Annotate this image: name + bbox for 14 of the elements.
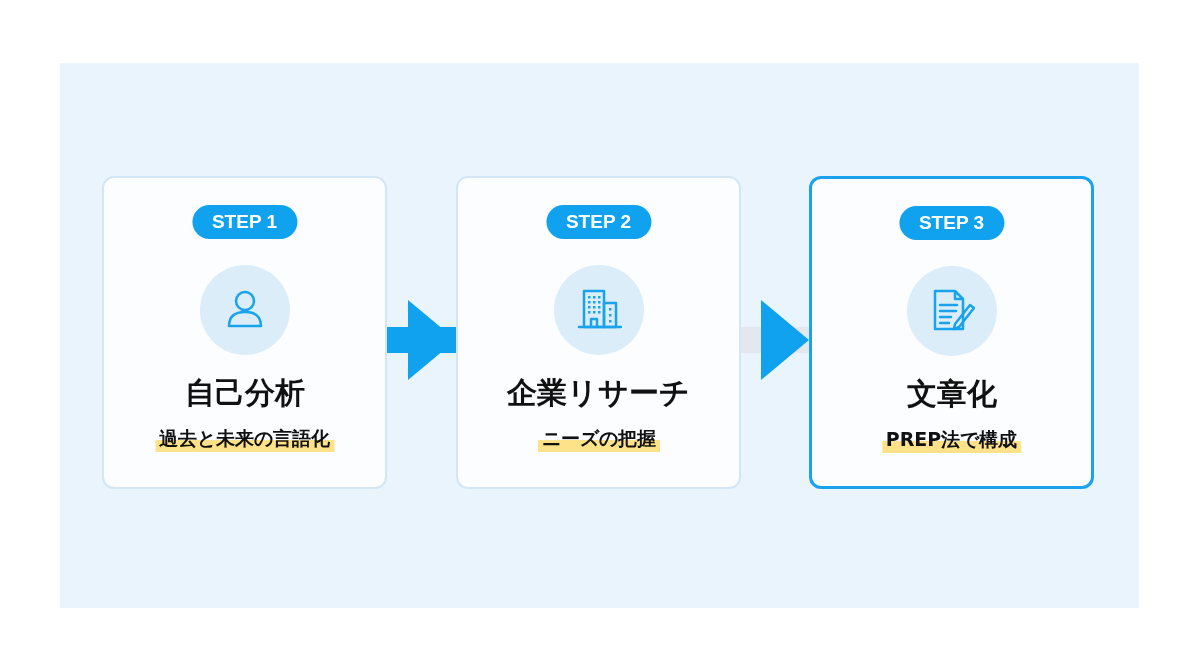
- step-card: [456, 176, 741, 489]
- step-title: 企業リサーチ: [506, 374, 691, 412]
- step-badge: STEP 2: [545, 205, 652, 239]
- step-card: [809, 176, 1094, 489]
- arrow: [387, 300, 456, 380]
- step-title: 自己分析: [183, 374, 306, 412]
- step-subtitle: PREP法で構成: [881, 427, 1022, 453]
- step-title: 文章化: [905, 375, 998, 413]
- step-badge: STEP 3: [898, 206, 1005, 240]
- arrow: [741, 300, 809, 380]
- step-subtitle: ニーズの把握: [537, 426, 660, 452]
- step-badge: STEP 1: [191, 205, 298, 239]
- step-card: [102, 176, 387, 489]
- step-subtitle: 過去と未来の言語化: [155, 426, 334, 452]
